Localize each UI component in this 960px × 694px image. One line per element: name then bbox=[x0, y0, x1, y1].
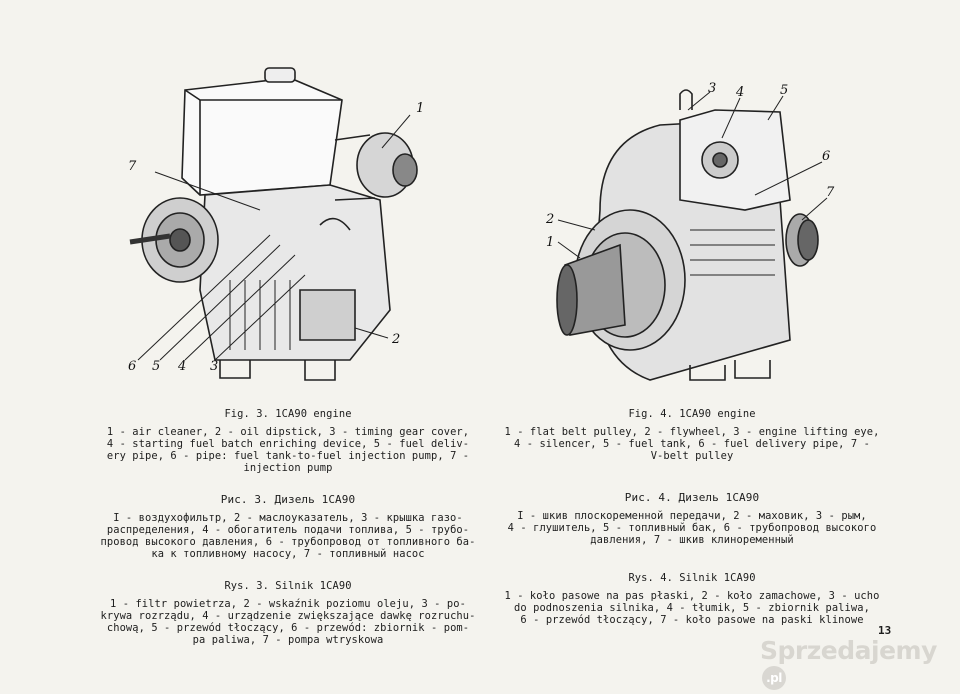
callout-5: 5 bbox=[780, 83, 788, 98]
figure-caption-ru: I - воздухофильтр, 2 - маслоуказатель, 3… bbox=[100, 512, 476, 560]
figure-engine-left: 1 2 3 4 5 6 7 bbox=[120, 60, 440, 390]
figure-caption-en: 1 - flat belt pulley, 2 - flywheel, 3 - … bbox=[504, 426, 880, 462]
figure-caption-en: 1 - air cleaner, 2 - oil dipstick, 3 - t… bbox=[106, 426, 470, 474]
caption-column-right: Fig. 4. 1CA90 engine 1 - flat belt pulle… bbox=[494, 408, 890, 646]
engine-drawing-right: 3 4 5 6 7 2 1 bbox=[545, 81, 835, 381]
engine-drawing-left: 1 2 3 4 5 6 7 bbox=[128, 67, 424, 381]
page-number: 13 bbox=[878, 624, 892, 637]
figure-caption-ru: I - шкив плоскоременной передачи, 2 - ма… bbox=[507, 510, 877, 546]
callout-3: 3 bbox=[708, 81, 716, 96]
figure-title-en: Fig. 3. 1CA90 engine bbox=[224, 408, 352, 420]
callout-4: 4 bbox=[735, 85, 744, 100]
watermark-badge: .pl bbox=[762, 666, 786, 690]
callout-3: 3 bbox=[210, 359, 218, 374]
callout-4: 4 bbox=[177, 359, 186, 374]
figure-caption-pl: 1 - filtr powietrza, 2 - wskaźnik poziom… bbox=[100, 598, 476, 646]
caption-column-left: Fig. 3. 1CA90 engine 1 - air cleaner, 2 … bbox=[88, 408, 488, 666]
watermark-text: Sprzedajemy bbox=[760, 636, 937, 665]
figure-title-ru: Рис. 4. Дизель 1СА90 bbox=[624, 491, 760, 504]
callout-6: 6 bbox=[128, 359, 136, 374]
figure-title-ru: Рис. 3. Дизель 1СА90 bbox=[220, 493, 356, 506]
callout-6: 6 bbox=[822, 149, 830, 164]
callout-1: 1 bbox=[546, 235, 554, 250]
figure-title-en: Fig. 4. 1CA90 engine bbox=[628, 408, 756, 420]
callout-1: 1 bbox=[416, 101, 424, 116]
figure-caption-pl: 1 - koło pasowe na pas płaski, 2 - koło … bbox=[504, 590, 880, 626]
callout-5: 5 bbox=[152, 359, 160, 374]
watermark: Sprzedajemy.pl bbox=[760, 636, 960, 694]
callout-7: 7 bbox=[826, 185, 835, 200]
figure-engine-right: 3 4 5 6 7 2 1 bbox=[540, 80, 860, 390]
callout-2: 2 bbox=[391, 332, 400, 347]
callout-7: 7 bbox=[128, 159, 137, 174]
callout-2: 2 bbox=[545, 212, 554, 227]
figure-title-pl: Rys. 3. Silnik 1CA90 bbox=[224, 580, 352, 592]
figure-title-pl: Rys. 4. Silnik 1CA90 bbox=[628, 572, 756, 584]
